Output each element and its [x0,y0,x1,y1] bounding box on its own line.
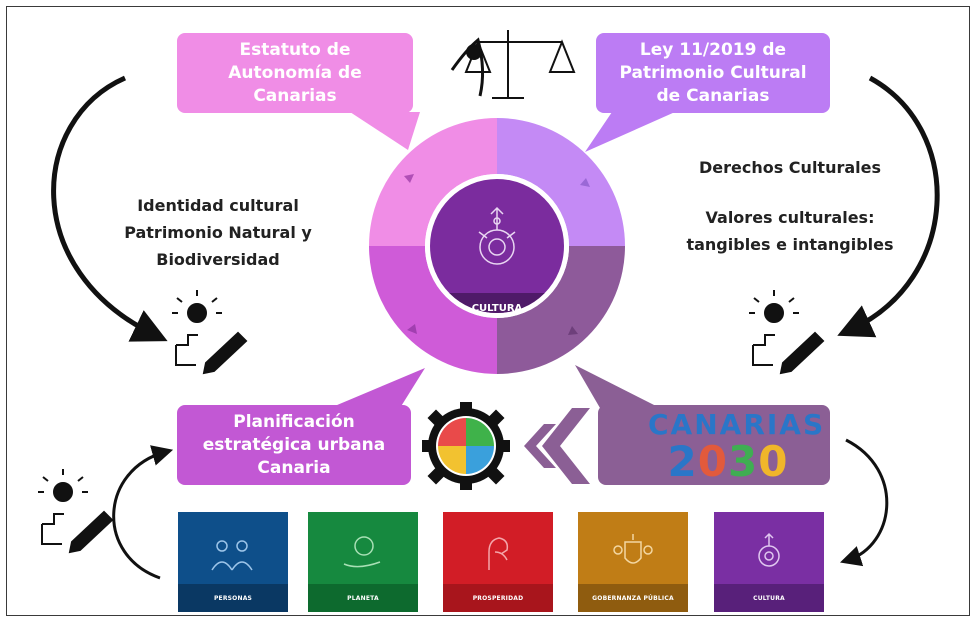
ley-box [596,33,830,113]
tile-cultura: CULTURA [714,512,824,612]
double-chevron-left-icon [524,408,590,484]
canarias-2030-logo: CANARIAS 2030 [648,408,826,484]
ring-sector-bottom-right [497,246,625,374]
tile-planeta: PLANETA [308,512,418,612]
hub-cultura [430,179,564,313]
right-text-line: Valores culturales: [705,208,875,227]
cultura-emblem-icon [758,532,780,567]
canarias-pointer [575,365,660,408]
year-digit: 0 [758,437,789,486]
bottom-right-curved-arrow-icon [840,438,889,567]
right-text-line: tangibles e intangibles [686,235,894,254]
gear-puzzle-icon [422,402,510,490]
estatuto-box [177,33,413,113]
idea-pencil-icon-right [749,290,825,375]
ley-callout: Ley 11/2019 de Patrimonio Cultural de Ca… [596,33,830,113]
hub-label: CULTURA [471,303,523,314]
idea-pencil-icon-bottom [38,469,114,554]
estatuto-callout: Estatuto de Autonomía de Canarias [177,33,413,113]
left-text-block: Identidad cultural Patrimonio Natural y … [118,192,318,273]
plan-pointer [330,368,425,408]
canarias-year: 2030 [648,440,808,484]
estatuto-label: Estatuto de Autonomía de Canarias [228,39,362,106]
right-curved-arrow-icon [837,75,940,338]
flexed-arm-icon [488,537,509,570]
coat-of-arms-icon [613,534,653,564]
estatuto-pointer [350,112,420,150]
planet-hand-icon [343,536,381,568]
ring-sector-top-right [497,118,625,246]
tile-gobernanza: GOBERNANZA PÚBLICA [578,512,688,612]
diagram-frame [6,6,970,616]
idea-pencil-icon-left [172,290,248,375]
right-text-line: Derechos Culturales [698,158,882,177]
tile-label: PERSONAS [178,584,288,612]
year-digit: 3 [728,437,759,486]
right-text-block: Derechos Culturales Valores culturales: … [680,154,900,258]
left-text-line: Identidad cultural [137,196,299,215]
scales-of-justice-icon [450,30,576,99]
canarias-box [598,405,830,485]
cultura-emblem-icon [478,206,516,265]
planificacion-callout: Planificación estratégica urbana Canaria [177,405,411,485]
tile-prosperidad: PROSPERIDAD [443,512,553,612]
tile-label: PROSPERIDAD [443,584,553,612]
bottom-left-curved-arrow-icon [112,445,174,580]
tile-label: GOBERNANZA PÚBLICA [578,584,688,612]
planificacion-label: Planificación estratégica urbana Canaria [202,411,386,478]
left-text-line: Patrimonio Natural y [124,223,312,242]
year-digit: 0 [697,437,728,486]
year-digit: 2 [667,437,698,486]
ley-label: Ley 11/2019 de Patrimonio Cultural de Ca… [619,39,807,106]
left-text-line: Biodiversidad [156,250,280,269]
ley-pointer [585,112,675,152]
ring-sector-top-left [369,118,497,246]
left-curved-arrow-icon [51,75,168,342]
ring-sector-bottom-left [369,246,497,374]
tile-personas: PERSONAS [178,512,288,612]
tile-label: PLANETA [308,584,418,612]
people-icon [211,540,253,571]
planificacion-box [177,405,411,485]
tile-label: CULTURA [714,584,824,612]
canarias-word: CANARIAS [648,408,826,441]
